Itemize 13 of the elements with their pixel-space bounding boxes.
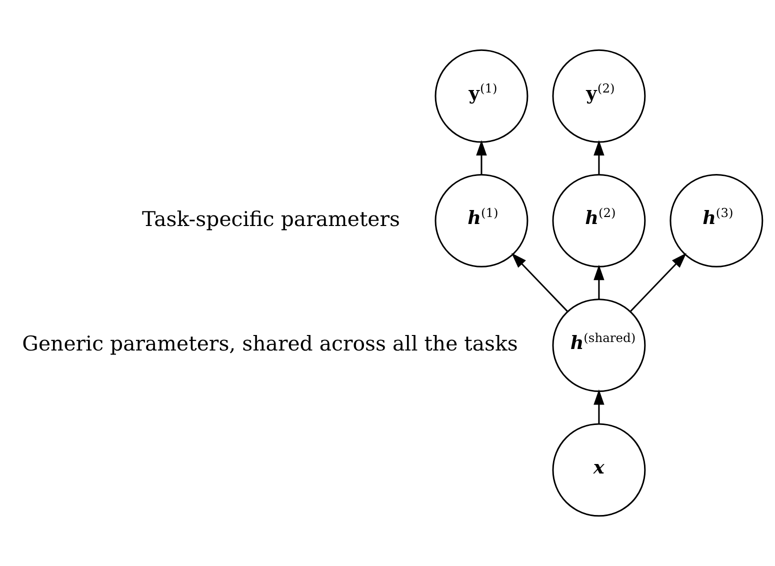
node-circle: y$^{(2)}$ [552,49,646,143]
node-circle: h$^{(shared)}$ [552,298,646,392]
node-circle: y$^{(1)}$ [434,49,528,143]
arrow [594,140,604,175]
arrow [511,252,568,312]
arrow [630,252,686,312]
node-circle: h$^{(2)}$ [552,174,646,268]
label: Generic parameters, shared across all the tasks [22,331,518,356]
arrow [594,264,604,300]
label: Task-specific parameters [142,206,400,231]
arrow [594,389,604,424]
node-circle: x [552,423,646,517]
arrow [476,140,487,175]
